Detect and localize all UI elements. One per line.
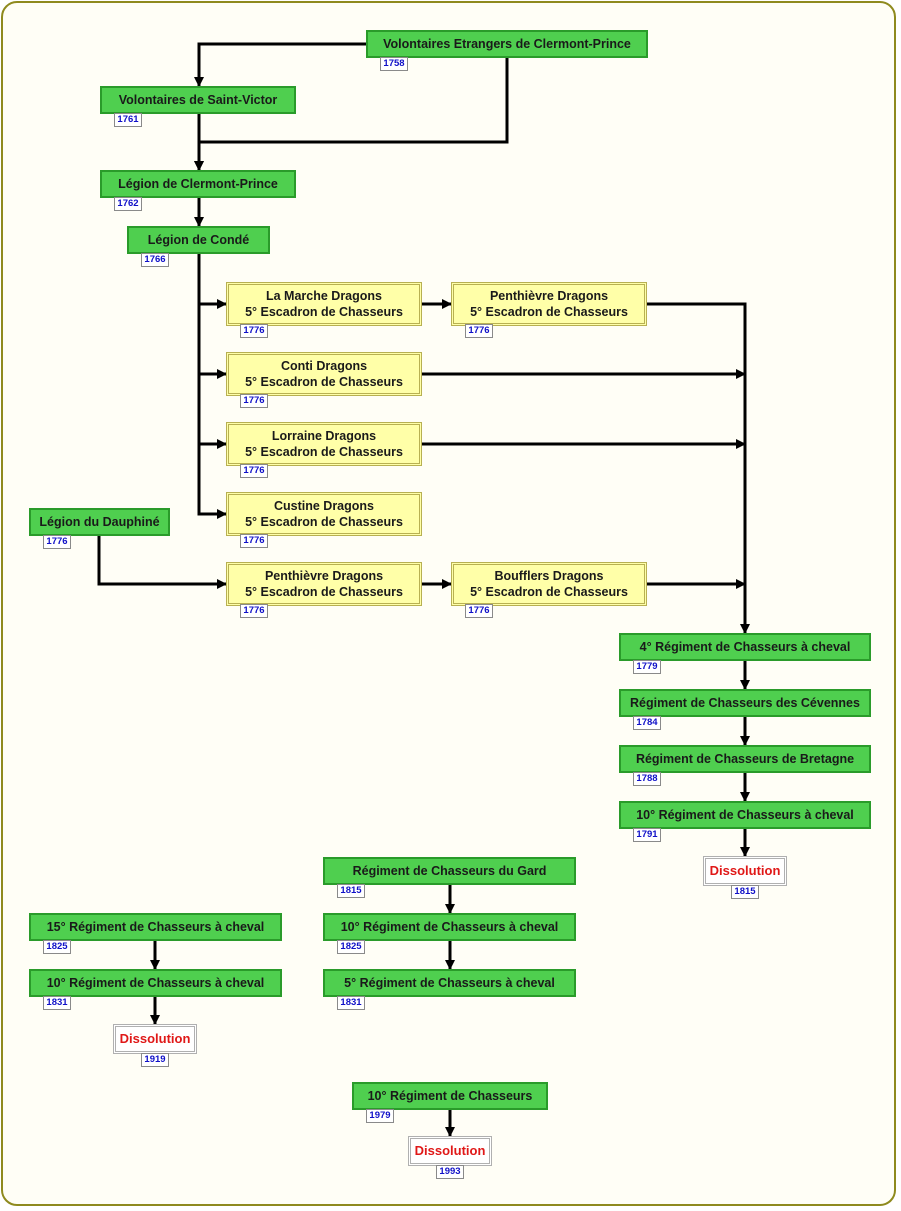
year-label-n20: 1831 [337,996,365,1010]
connector-8 [197,444,227,519]
unit-name-line: Légion du Dauphiné [39,515,160,529]
year-label-n19: 1825 [337,940,365,954]
unit-name-line: Boufflers Dragons [494,569,604,583]
year-label-n4: 1766 [141,253,169,267]
unit-name-line: Volontaires Etrangers de Clermont-Prince [383,37,631,51]
dissolution-box-n17: Dissolution [703,856,787,886]
unit-name-line: 10° Régiment de Chasseurs à cheval [46,976,265,990]
unit-box-n19: 10° Régiment de Chasseurs à cheval [323,913,576,941]
connector-6 [197,304,227,379]
unit-name-line: 5° Régiment de Chasseurs à cheval [344,976,555,990]
year-label-n25: 1993 [436,1165,464,1179]
connector-1 [194,42,366,87]
unit-box-n21: 15° Régiment de Chasseurs à cheval [29,913,282,941]
year-label-n1: 1758 [380,57,408,71]
year-label-n16: 1791 [633,828,661,842]
unit-box-n11: Penthièvre Dragons 5° Escadron de Chasseu… [226,562,422,606]
unit-name-line: Dissolution [709,863,781,878]
unit-box-n16: 10° Régiment de Chasseurs à cheval [619,801,871,829]
unit-box-n5: La Marche Dragons 5° Escadron de Chasseur… [226,282,422,326]
connector-5 [197,254,227,309]
unit-box-n10: Légion du Dauphiné [29,508,170,536]
year-label-n12: 1776 [465,604,493,618]
dissolution-box-n23: Dissolution [113,1024,197,1054]
year-label-n10: 1776 [43,535,71,549]
unit-name-line: 15° Régiment de Chasseurs à cheval [46,920,265,934]
unit-name-line: 5° Escadron de Chasseurs [245,445,403,459]
unit-name-line: 5° Escadron de Chasseurs [245,375,403,389]
unit-name-line: La Marche Dragons [265,289,382,303]
year-label-n5: 1776 [240,324,268,338]
unit-box-n20: 5° Régiment de Chasseurs à cheval [323,969,576,997]
connector-7 [197,374,227,449]
unit-name-line: Régiment de Chasseurs des Cévennes [630,696,860,710]
connector-13 [97,536,227,589]
unit-name-line: Légion de Clermont-Prince [118,177,278,191]
unit-box-n4: Légion de Condé [127,226,270,254]
year-label-n9: 1776 [240,534,268,548]
year-label-n17: 1815 [731,885,759,899]
year-label-n23: 1919 [141,1053,169,1067]
year-label-n14: 1784 [633,716,661,730]
unit-name-line: Conti Dragons [280,359,368,373]
unit-box-n6: Penthièvre Dragons 5° Escadron de Chasseu… [451,282,647,326]
unit-name-line: Régiment de Chasseurs de Bretagne [635,752,855,766]
unit-name-line: Lorraine Dragons [271,429,377,443]
unit-name-line: 5° Escadron de Chasseurs [245,515,403,529]
year-label-n24: 1979 [366,1109,394,1123]
year-label-n6: 1776 [465,324,493,338]
unit-name-line: Penthièvre Dragons [489,289,609,303]
year-label-n15: 1788 [633,772,661,786]
unit-name-line: 5° Escadron de Chasseurs [470,585,628,599]
connector-2 [194,58,509,171]
unit-name-line: Volontaires de Saint-Victor [118,93,278,107]
unit-name-line: Dissolution [119,1031,191,1046]
year-label-n18: 1815 [337,884,365,898]
unit-box-n22: 10° Régiment de Chasseurs à cheval [29,969,282,997]
unit-box-n9: Custine Dragons 5° Escadron de Chasseurs [226,492,422,536]
year-label-n22: 1831 [43,996,71,1010]
unit-box-n8: Lorraine Dragons 5° Escadron de Chasseurs [226,422,422,466]
unit-name-line: 5° Escadron de Chasseurs [470,305,628,319]
unit-box-n3: Légion de Clermont-Prince [100,170,296,198]
year-label-n13: 1779 [633,660,661,674]
unit-box-n2: Volontaires de Saint-Victor [100,86,296,114]
dissolution-box-n25: Dissolution [408,1136,492,1166]
unit-box-n18: Régiment de Chasseurs du Gard [323,857,576,885]
unit-box-n14: Régiment de Chasseurs des Cévennes [619,689,871,717]
unit-name-line: Penthièvre Dragons [264,569,384,583]
unit-name-line: 4° Régiment de Chasseurs à cheval [639,640,851,654]
unit-name-line: 10° Régiment de Chasseurs [367,1089,533,1103]
year-label-n7: 1776 [240,394,268,408]
unit-box-n7: Conti Dragons 5° Escadron de Chasseurs [226,352,422,396]
unit-name-line: 5° Escadron de Chasseurs [245,585,403,599]
year-label-n8: 1776 [240,464,268,478]
year-label-n11: 1776 [240,604,268,618]
unit-name-line: Régiment de Chasseurs du Gard [352,864,547,878]
unit-box-n12: Boufflers Dragons 5° Escadron de Chasseur… [451,562,647,606]
unit-name-line: 10° Régiment de Chasseurs à cheval [636,808,854,822]
year-label-n21: 1825 [43,940,71,954]
connector-10 [647,302,750,634]
unit-name-line: 10° Régiment de Chasseurs à cheval [340,920,559,934]
unit-box-n24: 10° Régiment de Chasseurs [352,1082,548,1110]
year-label-n3: 1762 [114,197,142,211]
year-label-n2: 1761 [114,113,142,127]
unit-name-line: Légion de Condé [147,233,250,247]
unit-name-line: Custine Dragons [273,499,374,513]
unit-box-n13: 4° Régiment de Chasseurs à cheval [619,633,871,661]
unit-name-line: 5° Escadron de Chasseurs [245,305,403,319]
unit-box-n1: Volontaires Etrangers de Clermont-Prince [366,30,648,58]
unit-name-line: Dissolution [414,1143,486,1158]
unit-box-n15: Régiment de Chasseurs de Bretagne [619,745,871,773]
